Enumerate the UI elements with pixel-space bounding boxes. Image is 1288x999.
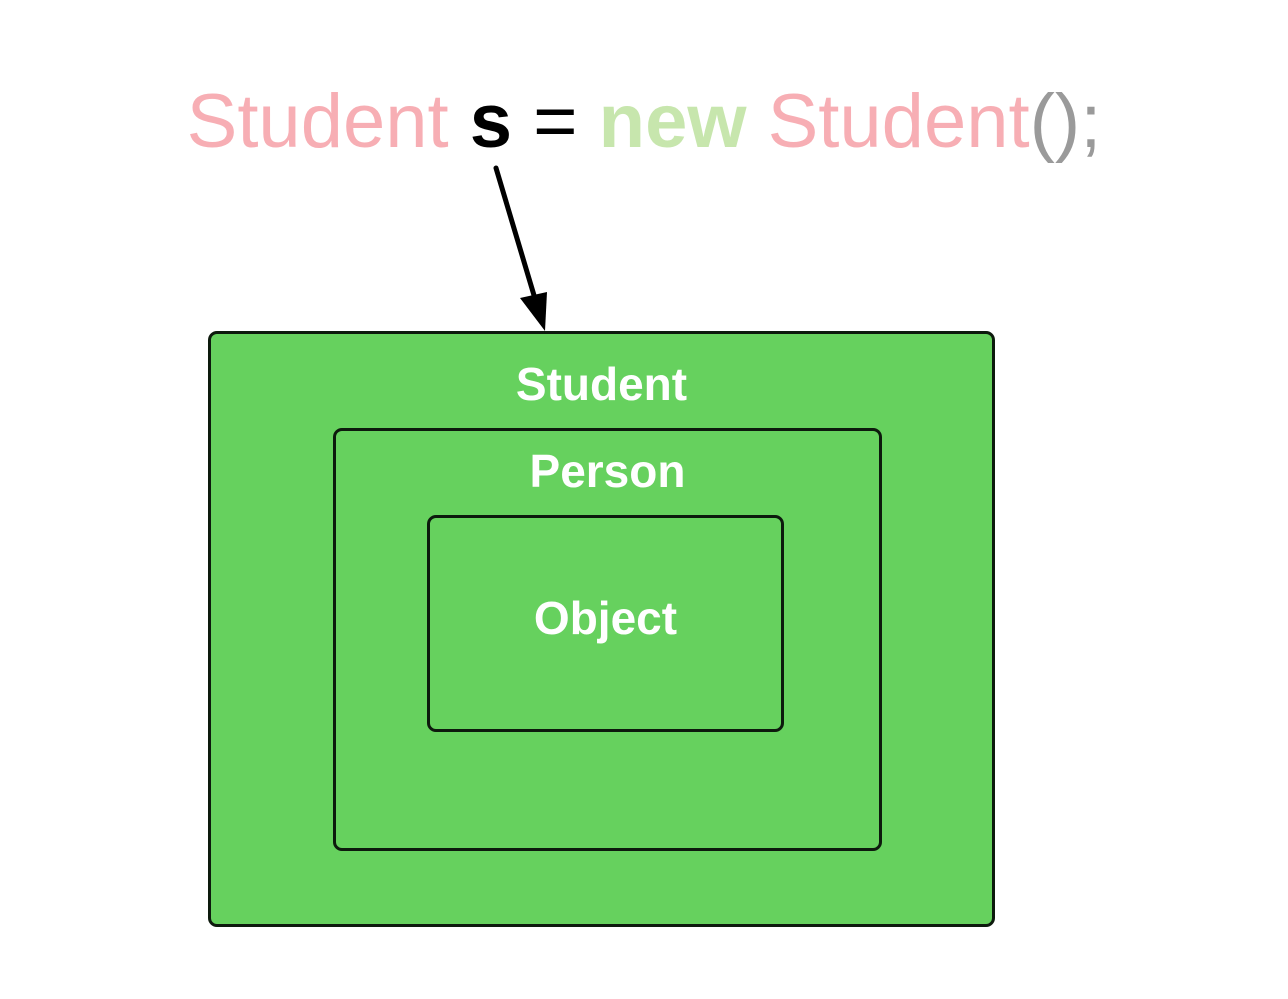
code-constructor-name: Student	[767, 79, 1030, 164]
object-box: Object	[427, 515, 784, 732]
code-semicolon: ;	[1080, 79, 1102, 164]
code-parentheses: ()	[1029, 79, 1081, 164]
person-box-label: Person	[529, 445, 686, 497]
student-box-label: Student	[515, 358, 688, 410]
code-new-keyword: new	[598, 79, 747, 164]
code-variable: s	[469, 79, 513, 164]
code-assign-operator: =	[533, 79, 578, 164]
code-type-name: Student	[186, 79, 449, 164]
arrow-head-icon	[520, 292, 547, 331]
code-statement: Student s = new Student();	[0, 72, 1288, 172]
arrow-shaft	[493, 165, 539, 305]
object-box-label: Object	[533, 592, 678, 644]
